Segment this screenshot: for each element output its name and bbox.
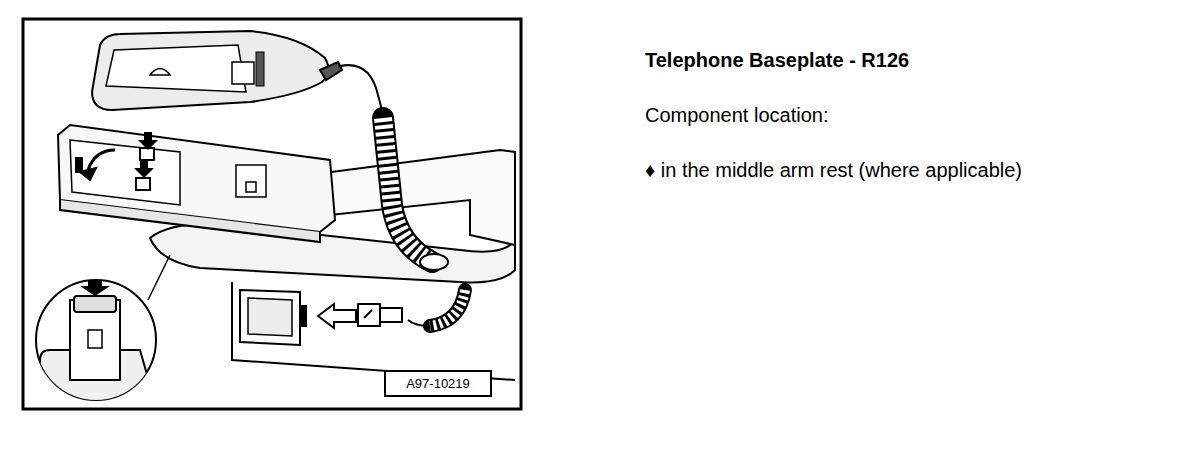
location-note: Component location: [645,104,828,127]
figure-number: A97-10219 [406,376,470,391]
component-title: Telephone Baseplate - R126 [645,49,909,72]
coiled-cable [340,65,465,326]
location-note: ♦ in the middle arm rest (where applicab… [645,159,1022,182]
figure-frame [23,19,521,409]
plug-connector [300,304,402,328]
baseplate-lid [58,125,335,242]
telephone-cradle [92,31,342,110]
detail-magnifier [36,280,160,420]
leader-line [148,255,170,300]
figure-number-box: A97-10219 [384,370,492,397]
